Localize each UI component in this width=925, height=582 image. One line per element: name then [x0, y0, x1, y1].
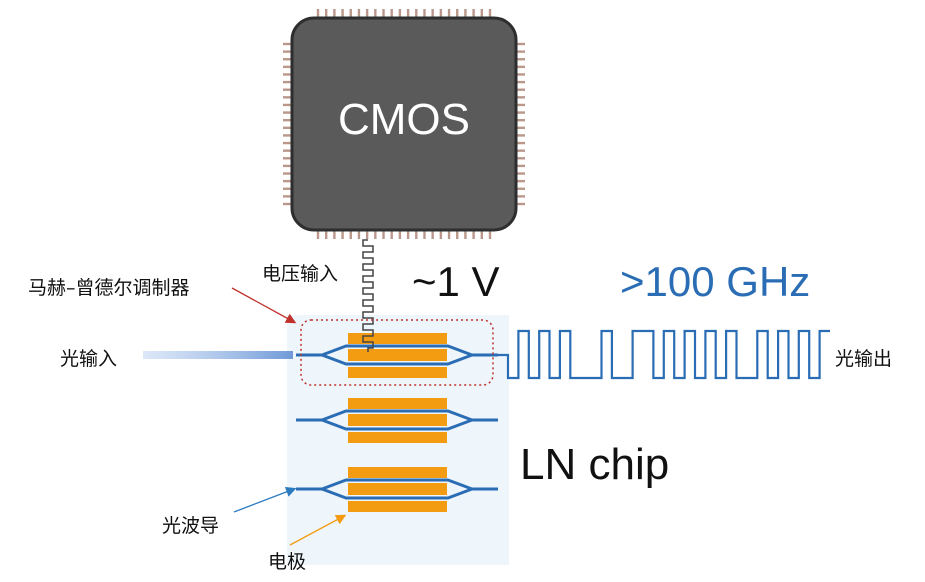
voltage-input-label: 电压输入 [262, 263, 339, 285]
electrode-3-bottom [348, 501, 447, 512]
light-output-label: 光输出 [835, 348, 893, 370]
electrode-3-top [348, 467, 447, 478]
electrode-label: 电极 [268, 551, 307, 573]
mzm-label: 马赫–曾德尔调制器 [28, 277, 190, 299]
electrode-1-bottom [348, 367, 447, 378]
mzm-3-waveguide [296, 478, 498, 500]
electrode-pointer-arrow [289, 514, 347, 546]
cmos-label: CMOS [338, 95, 470, 144]
electrode-3-mid [348, 483, 447, 495]
frequency-label: >100 GHz [620, 258, 811, 305]
output-modulated-signal [498, 329, 830, 380]
cmos-chip [290, 16, 518, 232]
electrode-1-mid [348, 349, 447, 361]
waveguide-pointer-arrow [233, 486, 297, 513]
mzm-2-waveguide [296, 409, 498, 431]
input-light-beam [143, 351, 293, 359]
mzm-pointer-arrow [231, 287, 297, 324]
mzm-highlight-box [300, 319, 494, 386]
mzm-1-waveguide [296, 344, 498, 366]
electrode-2-mid [348, 414, 447, 426]
electrodes [348, 333, 447, 512]
voltage-input-wire [362, 239, 374, 352]
waveguide-label: 光波导 [162, 515, 220, 537]
electrode-2-bottom [348, 432, 447, 443]
electrode-1-top [348, 333, 447, 344]
ln-chip-label: LN chip [520, 440, 670, 489]
waveguides [296, 344, 498, 500]
voltage-label: ~1 V [412, 258, 500, 305]
light-input-label: 光输入 [60, 348, 118, 370]
electrode-2-top [348, 398, 447, 409]
